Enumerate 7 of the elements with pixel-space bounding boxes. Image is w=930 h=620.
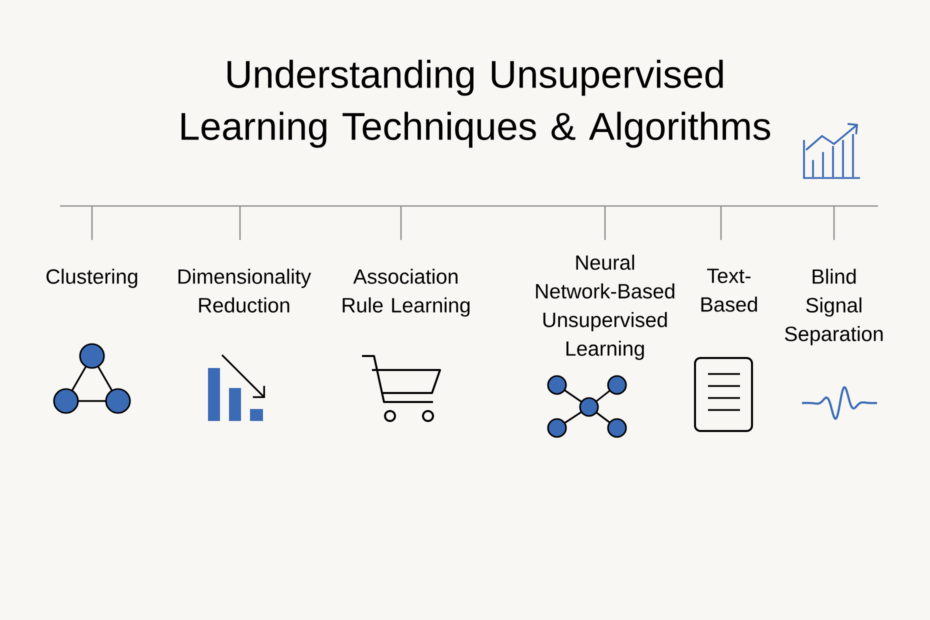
category-label: Blind Signal Separation [784, 268, 883, 346]
category-label: Neural Network-Based Unsupervised Learning [536, 254, 674, 360]
category-label: Dimensionality Reduction [178, 268, 312, 313]
category-label: Clustering [46, 268, 138, 288]
category-label: Text-Based [701, 268, 757, 312]
category-label: Association Rule Learning [342, 268, 470, 317]
title: Understanding Unsupervised Learning Techniques & Algorithms [182, 60, 770, 148]
